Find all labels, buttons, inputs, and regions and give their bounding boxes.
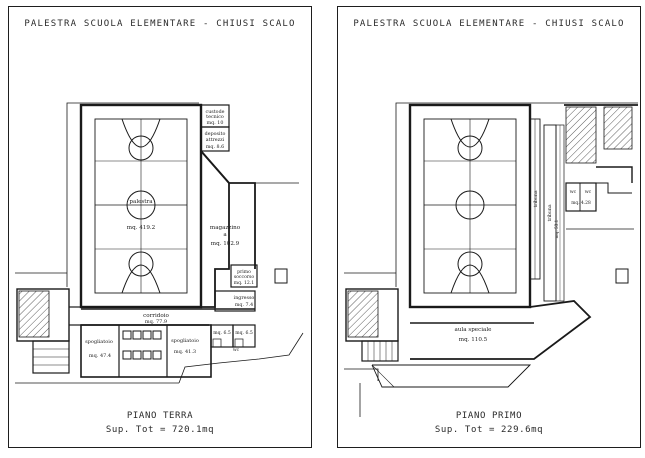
- floor-total-area: Sup. Tot = 229.6mq: [434, 425, 544, 435]
- room-area: mq. 41.3: [174, 349, 196, 355]
- aula-wall: [410, 300, 592, 360]
- room-label: soccorso: [234, 275, 255, 280]
- shower-cell: [152, 330, 162, 340]
- room-area: mq. 110.5: [459, 337, 488, 343]
- court-free-throw-bottom: [457, 251, 483, 277]
- room-label: aula speciale: [455, 327, 493, 333]
- room-label: tribuna: [533, 190, 539, 207]
- wc-fixture: [234, 338, 244, 348]
- room-label: tecnico: [206, 114, 224, 120]
- hatched-existing-wall: [347, 290, 379, 338]
- site-boundary-line: [66, 102, 199, 287]
- room-area: mq. 77.9: [145, 319, 167, 325]
- canopy-diagonal: [371, 364, 395, 388]
- shower-cell: [142, 330, 152, 340]
- room-label: attrezzi: [206, 137, 225, 143]
- room-label: wc: [570, 190, 577, 195]
- room-area: mq. 12.1: [234, 280, 255, 286]
- room-primo-soccorso: [230, 264, 258, 288]
- shower-cell: [132, 330, 142, 340]
- room-label: custode: [206, 109, 225, 115]
- magazzino-wall: [200, 150, 256, 269]
- room-deposito: [200, 126, 230, 152]
- floor-name: PIANO PRIMO: [455, 411, 523, 421]
- court-center-circle: [455, 190, 485, 220]
- room-area: mq. 102.9: [211, 241, 240, 247]
- room-wc-2: [232, 324, 256, 348]
- pillar: [274, 268, 288, 284]
- court-key-bottom: [121, 264, 161, 294]
- site-boundary-line: [178, 332, 304, 384]
- room-area: mq. 47.4: [89, 353, 111, 359]
- room-area: mq. 8.6: [206, 144, 224, 150]
- site-boundary-line: [344, 368, 379, 381]
- room-label: tribuna: [547, 204, 553, 221]
- room-label: wc: [233, 348, 240, 353]
- site-boundary-line: [395, 102, 638, 287]
- room-label: palestra: [129, 199, 153, 205]
- shower-cell: [152, 350, 162, 360]
- room-label: corridoio: [143, 313, 169, 319]
- drawing-panel-piano-primo: PALESTRA SCUOLA ELEMENTARE - CHIUSI SCAL…: [337, 6, 641, 448]
- room-area: mq. 10: [207, 120, 224, 126]
- hatched-existing-wall: [18, 290, 50, 338]
- court-free-throw-top: [128, 135, 154, 161]
- court-center-circle: [126, 190, 156, 220]
- room-label: ingresso: [234, 295, 255, 301]
- room-area: mq. 419.2: [127, 225, 156, 231]
- floor-total-area: Sup. Tot = 720.1mq: [105, 425, 215, 435]
- floor-plan-piano-primo: tribuna tribuna mq. 53.1 aula speciale m…: [344, 102, 638, 417]
- room-label: spogliatoio: [171, 338, 199, 344]
- court-key-top: [121, 118, 161, 148]
- room-label: wc: [585, 190, 592, 195]
- shower-cell: [132, 350, 142, 360]
- room-area: mq. 7.4: [235, 302, 253, 308]
- room-label: primo: [237, 269, 251, 275]
- court-free-throw-bottom: [128, 251, 154, 277]
- room-area: mq. 4.28: [571, 201, 591, 206]
- room-area: mq. 6.5: [213, 330, 231, 336]
- wc-fixture: [212, 338, 222, 348]
- shower-cell: [122, 330, 132, 340]
- shower-cell: [122, 350, 132, 360]
- panel-title: PALESTRA SCUOLA ELEMENTARE - CHIUSI SCAL…: [353, 19, 625, 29]
- court-key-bottom: [450, 264, 490, 294]
- room-ingresso: [214, 290, 256, 312]
- shower-cell: [142, 350, 152, 360]
- panel-title: PALESTRA SCUOLA ELEMENTARE - CHIUSI SCAL…: [24, 19, 296, 29]
- hatched-existing-wall: [565, 106, 597, 164]
- canopy-outline: [371, 364, 532, 388]
- room-label: magazzino: [210, 225, 241, 231]
- canopy-diagonal: [507, 364, 531, 388]
- room-label: a: [223, 232, 227, 238]
- pillar: [615, 268, 629, 284]
- floor-plan-piano-terra: palestra mq. 419.2 custode tecnico mq. 1…: [15, 102, 304, 384]
- court-free-throw-top: [457, 135, 483, 161]
- room-area: mq. 53.1: [554, 219, 559, 238]
- drawing-panel-piano-terra: PALESTRA SCUOLA ELEMENTARE - CHIUSI SCAL…: [8, 6, 312, 448]
- room-area: mq. 6.5: [235, 330, 253, 336]
- hatched-existing-wall: [603, 106, 633, 150]
- floor-name: PIANO TERRA: [126, 411, 194, 421]
- service-wall: [596, 166, 633, 183]
- service-wall: [596, 182, 632, 194]
- dressing-block: [80, 324, 212, 378]
- room-wc: [565, 182, 597, 212]
- gym-outer-wall: [79, 103, 203, 309]
- court-key-top: [450, 118, 490, 148]
- room-label: spogliatoio: [85, 339, 113, 345]
- room-label: deposito: [205, 131, 226, 137]
- room-wc-1: [210, 324, 234, 348]
